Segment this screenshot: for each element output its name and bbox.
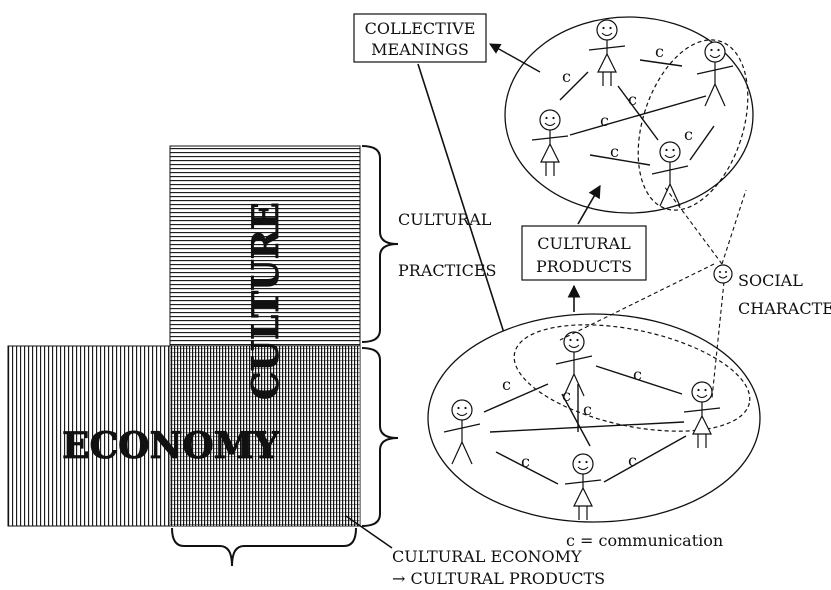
collective-meanings-box — [353, 13, 487, 63]
svg-text:c: c — [562, 386, 571, 405]
cultural-economy-label-line2: → CULTURAL PRODUCTS — [392, 569, 605, 588]
collective-meanings-line1: COLLECTIVE — [365, 19, 476, 38]
svg-text:c: c — [521, 452, 530, 471]
social-character-dashed-lines — [559, 185, 747, 399]
cultural-economy-overlap-hatch — [169, 345, 361, 527]
lower-comm-lines — [483, 365, 687, 485]
svg-text:c: c — [610, 142, 619, 161]
brace-bottom — [171, 527, 357, 567]
economy-culture-block — [7, 145, 361, 527]
brace-cultural-practices — [361, 145, 399, 343]
collective-meanings-ellipse — [504, 16, 754, 214]
cultural-economy-ellipse — [427, 313, 761, 523]
svg-text:c: c — [655, 42, 664, 61]
cultural-products-line1: CULTURAL — [537, 234, 631, 253]
cultural-practices-label-line2: PRACTICES — [398, 261, 496, 280]
brace-economy-right — [361, 347, 399, 527]
cultural-economy-label-line1: CULTURAL ECONOMY — [392, 547, 582, 566]
svg-text:c: c — [684, 125, 693, 144]
social-character-face — [713, 264, 733, 284]
upper-comm-marks: c c c c c c — [562, 42, 693, 161]
social-character-line2: CHARACTER — [738, 299, 831, 318]
economy-label: ECONOMY — [62, 425, 281, 467]
svg-text:c: c — [502, 375, 511, 394]
cultural-products-box — [521, 225, 647, 281]
svg-text:c: c — [583, 400, 592, 419]
svg-text:c: c — [628, 90, 637, 109]
lower-comm-marks: c c c c c c — [502, 365, 642, 471]
communication-legend: c = communication — [566, 531, 723, 550]
svg-text:c: c — [633, 365, 642, 384]
svg-text:c: c — [562, 67, 571, 86]
arrow-meanings-to-cultural-economy — [417, 63, 515, 360]
collective-meanings-line2: MEANINGS — [371, 40, 469, 59]
social-character-line1: SOCIAL — [738, 271, 803, 290]
upper-subgroup-dashed-ellipse — [637, 39, 749, 211]
svg-text:c: c — [600, 111, 609, 130]
cultural-practices-label-line1: CULTURAL — [398, 210, 492, 229]
cultural-products-line2: PRODUCTS — [536, 257, 632, 276]
culture-column — [169, 145, 361, 347]
arrow-to-collective-meanings — [489, 43, 541, 73]
lower-subgroup-dashed-ellipse — [513, 324, 751, 432]
culture-label: CULTURE — [245, 202, 287, 400]
arrow-products-to-meanings — [577, 184, 601, 225]
upper-comm-lines — [559, 59, 715, 166]
svg-text:c: c — [628, 451, 637, 470]
cultural-economy-pointer — [345, 515, 393, 549]
